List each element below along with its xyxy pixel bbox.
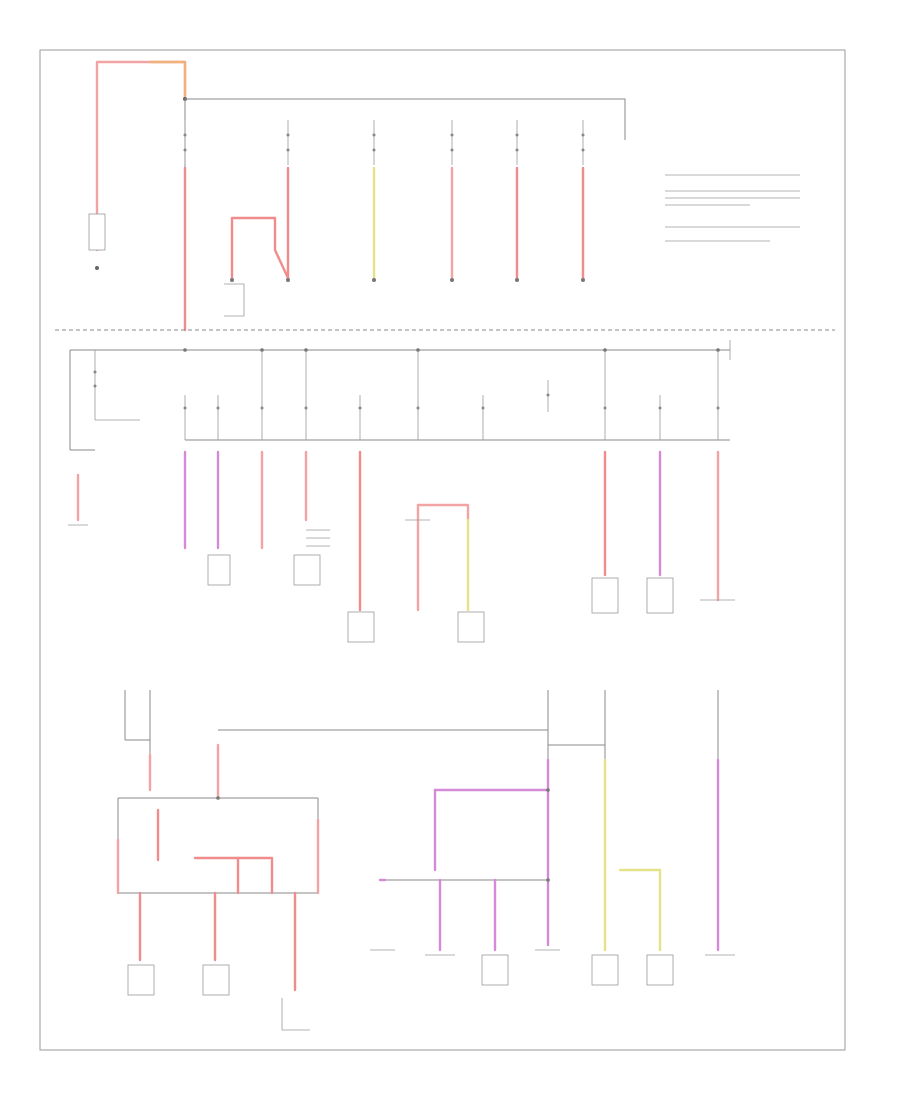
mid-fuse-7 — [481, 395, 485, 440]
mid-fuse-11 — [716, 350, 720, 440]
bot-component-6 — [646, 954, 674, 986]
bottom-wires — [116, 743, 720, 992]
mid-fuse-4 — [304, 350, 308, 440]
top-bus-line — [185, 98, 626, 140]
top-component-a — [224, 283, 245, 317]
mid-fuse-9 — [603, 350, 607, 440]
mid-fuse-8 — [546, 380, 550, 412]
bot-component-4 — [481, 954, 509, 986]
bot-wire-d — [193, 856, 274, 895]
mid-fuse-3 — [260, 350, 264, 440]
battery-cable-wire-orange — [148, 60, 187, 100]
mid-component-10 — [646, 577, 674, 614]
mid-fuse-2 — [216, 395, 220, 440]
top-fuse-bus — [184, 98, 626, 330]
mid-fuse-left — [93, 350, 97, 420]
middle-wires — [76, 450, 720, 612]
top-fuse-3 — [372, 120, 376, 165]
mid-wire-6-branch — [416, 503, 470, 522]
mid-component-4 — [293, 554, 321, 586]
middle-components — [68, 519, 735, 643]
legend-block — [665, 174, 800, 242]
bottom-components — [127, 949, 735, 1031]
top-fuse-5 — [515, 120, 519, 165]
bot-component-1 — [127, 964, 155, 996]
mid-component-6b — [457, 611, 485, 643]
middle-bus — [69, 349, 730, 451]
top-fuse-6 — [581, 120, 585, 165]
mid-fuse-1 — [183, 395, 187, 440]
top-fuse-2 — [286, 120, 290, 165]
battery-section — [88, 60, 187, 270]
bot-component-2 — [202, 964, 230, 996]
top-fuse-1 — [183, 120, 187, 165]
diagram-frame — [39, 49, 846, 1051]
bot-wire-r — [618, 868, 662, 952]
mid-fuse-6 — [416, 350, 420, 440]
mid-fuse-5 — [358, 395, 362, 440]
mid-fuse-10 — [658, 395, 662, 440]
mid-component-2 — [207, 554, 231, 586]
top-wires — [183, 166, 585, 332]
bot-component-3 — [281, 998, 310, 1031]
battery-cable-wire — [95, 60, 187, 252]
top-fuses — [183, 120, 585, 165]
top-components — [224, 278, 585, 317]
mid-component-5 — [347, 611, 375, 643]
bot-component-5 — [591, 954, 619, 986]
top-wire-2-loop — [230, 216, 290, 280]
top-fuse-4 — [450, 120, 454, 165]
battery-component — [88, 213, 106, 251]
bottom-bus — [117, 690, 719, 894]
junction-dots — [183, 348, 720, 882]
mid-component-9 — [591, 577, 619, 614]
middle-fuses — [93, 340, 731, 440]
battery-ground — [95, 266, 99, 270]
